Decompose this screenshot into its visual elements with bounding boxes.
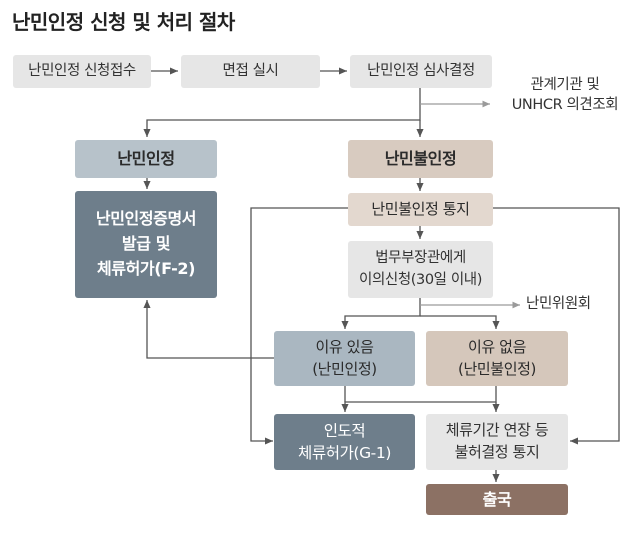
arrow-reason-no-branch <box>341 386 497 412</box>
node-review: 난민인정 심사결정 <box>350 55 492 88</box>
arrow-review-recognized <box>143 88 421 137</box>
node-departure: 출국 <box>426 484 568 515</box>
arrow-notice-extension <box>493 207 620 445</box>
node-not-recognized: 난민불인정 <box>348 140 493 178</box>
page-title: 난민인정 신청 및 처리 절차 <box>12 10 235 34</box>
arrow-appeal-reason-no <box>420 315 500 329</box>
node-extension: 체류기간 연장 등 불허결정 통지 <box>426 414 568 470</box>
label-consult: 관계기관 및 UNHCR 의견조회 <box>511 77 619 113</box>
node-reason-yes: 이유 있음 (난민인정) <box>274 331 415 386</box>
arrow-appeal-reason-yes <box>341 298 421 329</box>
arrow-reason-yes-certificate <box>143 300 274 359</box>
arrow-notice-humanitarian <box>250 207 348 445</box>
node-application: 난민인정 신청접수 <box>13 55 151 88</box>
node-reason-no: 이유 없음 (난민불인정) <box>426 331 568 386</box>
node-humanitarian: 인도적 체류허가(G-1) <box>274 414 415 470</box>
node-recognized: 난민인정 <box>75 140 217 178</box>
label-committee: 난민위원회 <box>526 296 591 312</box>
node-certificate: 난민인정증명서 발급 및 체류허가(F-2) <box>75 191 217 298</box>
node-appeal: 법무부장관에게 이의신청(30일 이내) <box>348 241 493 298</box>
node-interview: 면접 실시 <box>181 55 320 88</box>
node-notice: 난민불인정 통지 <box>348 193 493 226</box>
